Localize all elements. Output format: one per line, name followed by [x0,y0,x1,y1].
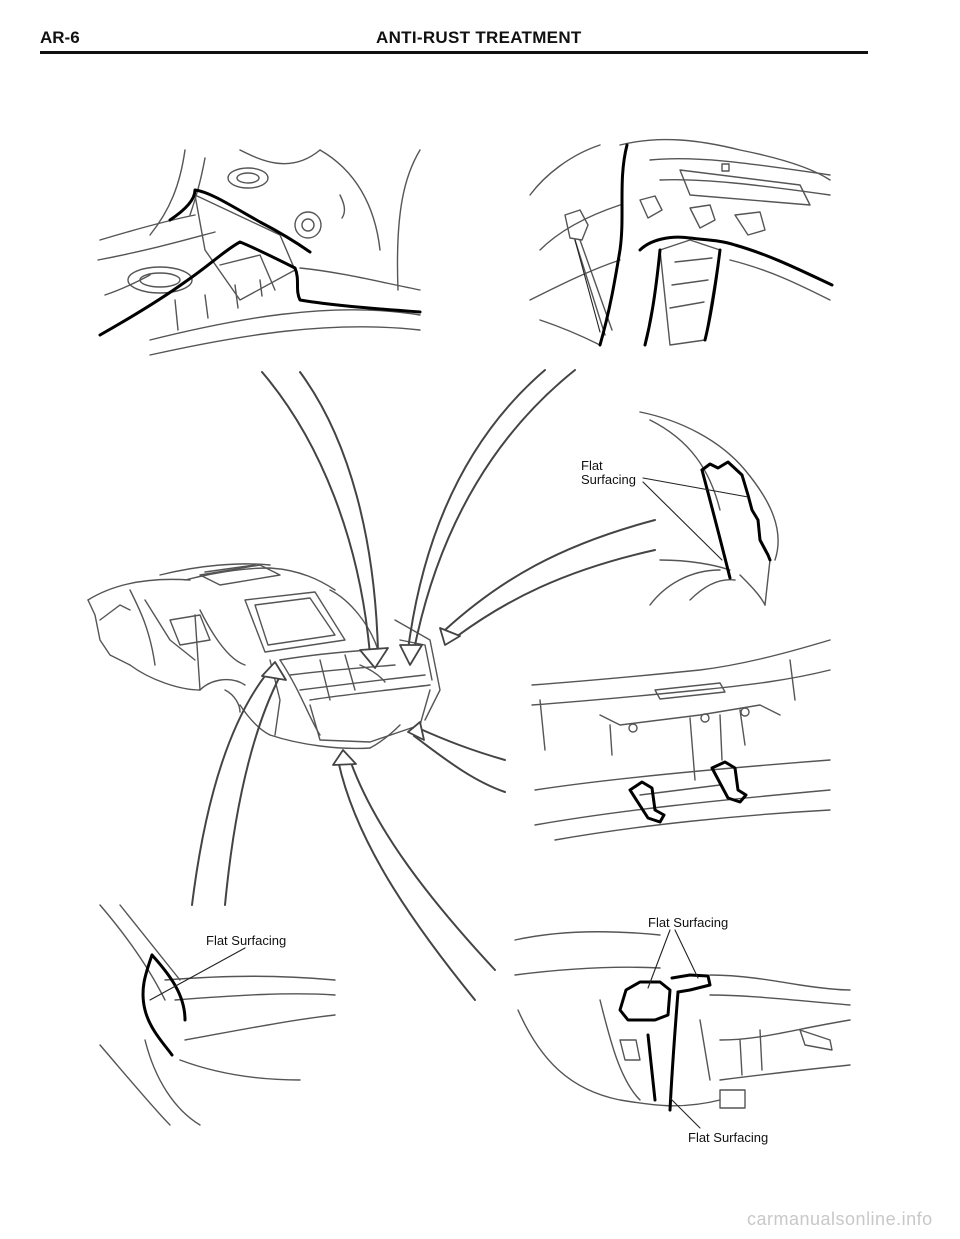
label-line-2: Surfacing [581,472,636,487]
header-rule [40,51,868,54]
detail-wheel-house [99,904,336,1126]
detail-bumper-bracket-sealant [628,760,748,824]
page-header: AR-6 ANTI-RUST TREATMENT [40,28,870,58]
label-leaders [149,239,749,1129]
page-title: ANTI-RUST TREATMENT [376,28,582,47]
detail-rear-quarter [514,931,851,1109]
detail-rear-bumper-brackets [531,639,831,841]
callout-arrows [191,369,656,1001]
detail-trunk-opening [639,411,779,606]
page-code: AR-6 [40,28,80,47]
detail-rear-floor-member [97,149,421,356]
label-flat-surfacing-bottom-right-bottom: Flat Surfacing [688,1130,769,1145]
label-flat-surfacing-bottom-right-top: Flat Surfacing [648,915,729,930]
detail-rear-floor-sealant [98,188,422,337]
detail-rear-panel-brackets [529,138,831,346]
label-flat-surfacing-bottom-left: Flat Surfacing [206,933,287,948]
detail-rear-quarter-sealant [618,973,712,1112]
car-body-in-white [87,563,441,750]
arrow-heads [261,627,461,766]
detail-trunk-sealant [700,460,772,580]
detail-wheel-house-sealant [141,953,187,1057]
detail-rear-panel-sealant [598,143,834,347]
label-flat-surfacing-top-right: Flat Surfacing [581,459,636,487]
label-line-1: Flat [581,458,603,473]
watermark: carmanualsonline.info [747,1209,933,1229]
